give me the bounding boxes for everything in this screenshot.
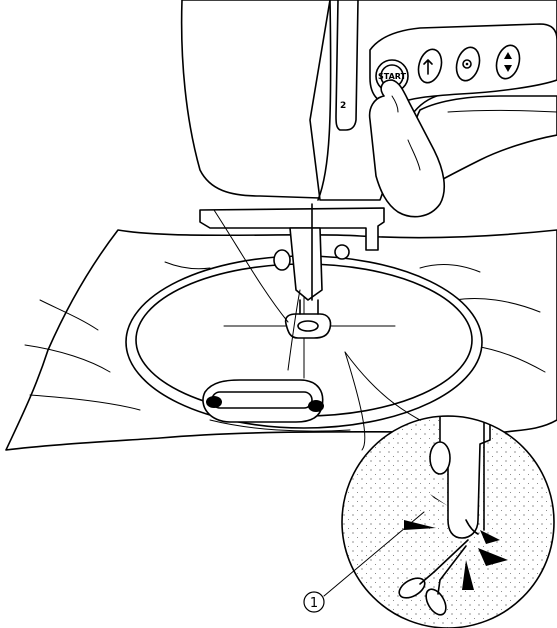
magnified-detail bbox=[342, 416, 554, 628]
needle-position-number: 2 bbox=[340, 101, 346, 111]
callout-number: 1 bbox=[310, 596, 318, 611]
frame-handle bbox=[203, 380, 324, 422]
